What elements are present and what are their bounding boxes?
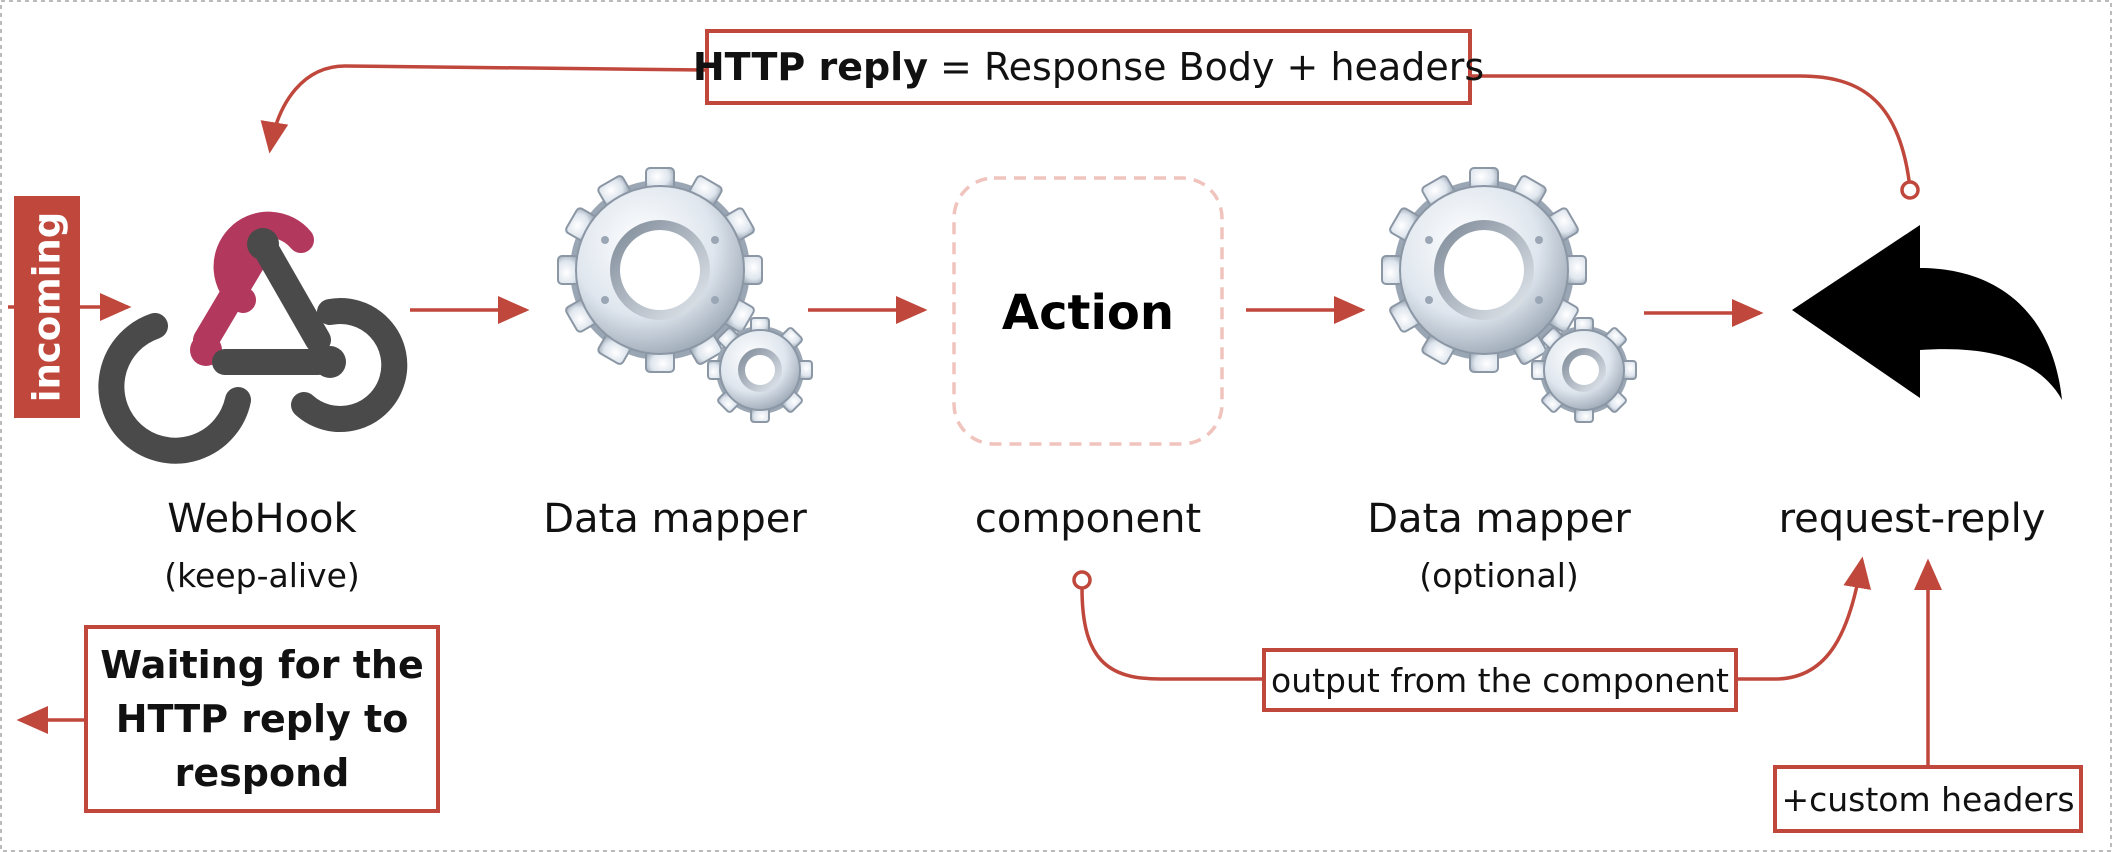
node-label-data-mapper-1: Data mapper bbox=[543, 496, 807, 542]
gear-icon-data-mapper-1 bbox=[557, 167, 813, 423]
output-line-start-dot bbox=[1072, 570, 1092, 590]
waiting-box: Waiting for the HTTP reply to respond bbox=[84, 625, 440, 813]
webhook-icon bbox=[98, 211, 408, 464]
custom-headers-label: +custom headers bbox=[1781, 779, 2075, 819]
reply-line-right bbox=[1472, 74, 1912, 189]
output-line-left bbox=[1080, 587, 1262, 681]
output-line-right bbox=[1738, 556, 1872, 681]
output-box-label: output from the component bbox=[1271, 660, 1729, 700]
reply-line-left bbox=[260, 64, 706, 154]
reply-line-start-dot bbox=[1900, 180, 1920, 200]
node-sublabel-webhook: (keep-alive) bbox=[164, 556, 360, 595]
http-reply-bold: HTTP reply bbox=[692, 45, 928, 89]
http-reply-rest: = Response Body + headers bbox=[927, 45, 1485, 89]
gear-icon-data-mapper-2 bbox=[1381, 167, 1637, 423]
waiting-line-3: respond bbox=[174, 751, 350, 795]
http-reply-box: HTTP reply = Response Body + headers bbox=[693, 29, 1484, 105]
output-box: output from the component bbox=[1262, 648, 1738, 712]
node-label-webhook: WebHook bbox=[167, 496, 357, 542]
waiting-line-2: HTTP reply to bbox=[115, 697, 409, 741]
action-label: Action bbox=[1002, 285, 1174, 341]
node-label-data-mapper-2: Data mapper bbox=[1367, 496, 1631, 542]
node-label-request-reply: request-reply bbox=[1778, 496, 2046, 542]
incoming-tag bbox=[14, 196, 80, 418]
node-label-component: component bbox=[974, 496, 1202, 542]
incoming-tag-label: incoming bbox=[26, 212, 69, 402]
node-sublabel-data-mapper-2: (optional) bbox=[1419, 556, 1579, 595]
custom-headers-box: +custom headers bbox=[1773, 765, 2083, 833]
action-component-box bbox=[952, 176, 1224, 446]
reply-arrow-icon bbox=[1792, 225, 2062, 400]
waiting-line-1: Waiting for the bbox=[100, 643, 424, 687]
